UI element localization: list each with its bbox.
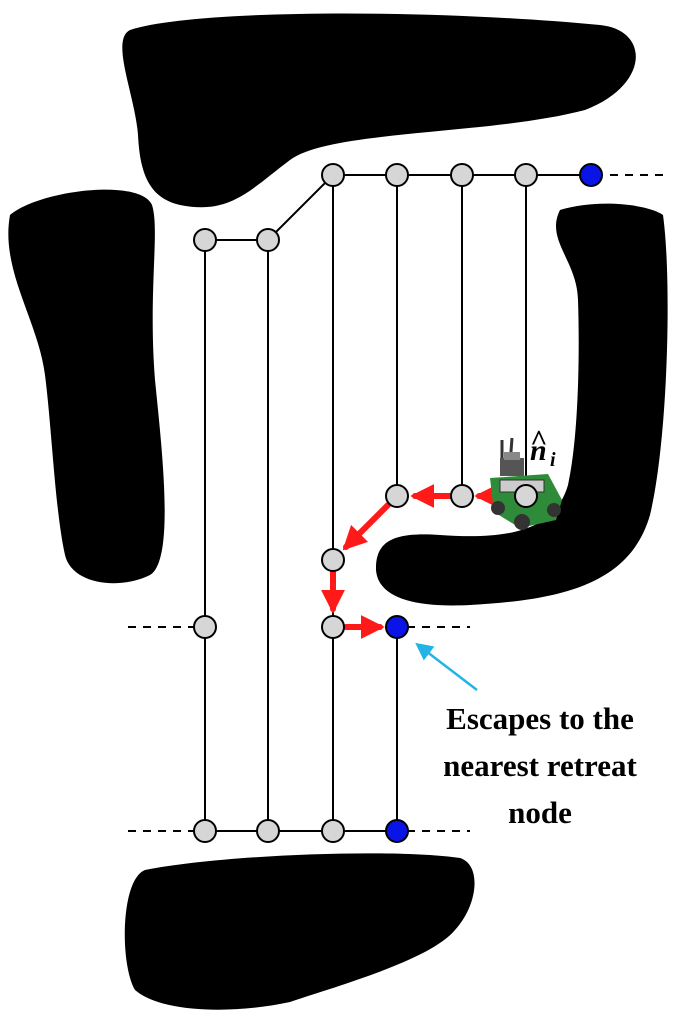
node-top-5 <box>450 163 474 187</box>
escape-annotation: Escapes to the nearest retreat node <box>443 701 637 830</box>
retreat-node-nearest <box>385 615 409 639</box>
annotation-line-3: node <box>508 795 572 830</box>
obstacle-bottom <box>124 853 475 1010</box>
node-mid-4 <box>385 484 409 508</box>
node-mid-5 <box>450 484 474 508</box>
current-node-label: ^ n i <box>530 424 556 471</box>
current-node <box>514 484 538 508</box>
robot-wheel-front-right <box>514 514 530 530</box>
robot-icon <box>490 437 562 530</box>
obstacle-left <box>8 189 165 584</box>
graph-nodes <box>193 163 603 843</box>
obstacle-right-hook <box>375 203 668 606</box>
robot-sensor <box>500 458 524 476</box>
current-node-subscript: i <box>550 449 556 471</box>
obstacle-top <box>122 13 636 208</box>
escape-arrow-3 <box>342 502 391 551</box>
robot-wheel-back-right <box>547 503 561 517</box>
node-detour <box>321 548 345 572</box>
dashed-continuations <box>128 174 668 832</box>
node-bottom-1 <box>193 819 217 843</box>
current-node-hat: ^ <box>530 424 547 457</box>
node-bottom-3 <box>321 819 345 843</box>
node-top-6 <box>514 163 538 187</box>
obstacles <box>8 13 668 1010</box>
escape-path <box>321 484 517 639</box>
node-top-2 <box>256 228 280 252</box>
annotation-line-1: Escapes to the <box>446 701 634 736</box>
robot-wheel-front-left <box>491 501 505 515</box>
retreat-node-bottom <box>385 819 409 843</box>
annotation-line-2: nearest retreat <box>443 748 637 783</box>
node-top-4 <box>385 163 409 187</box>
retreat-node-top <box>579 163 603 187</box>
pointer-arrow <box>415 642 478 691</box>
current-node-symbol: n <box>530 434 547 467</box>
robot-sensor-top <box>504 452 520 460</box>
node-top-1 <box>193 228 217 252</box>
node-top-3 <box>321 163 345 187</box>
node-bottom-2 <box>256 819 280 843</box>
node-row-mid-3 <box>321 615 345 639</box>
node-row-mid-1 <box>193 615 217 639</box>
